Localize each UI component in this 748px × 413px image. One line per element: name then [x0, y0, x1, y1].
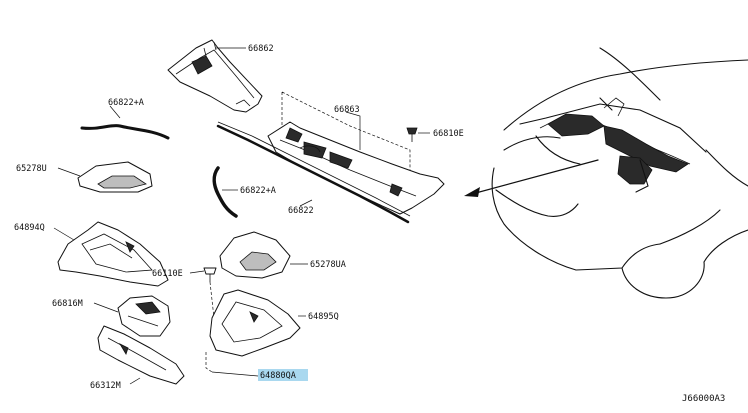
label-66822-a-upper[interactable]: 66822+A — [108, 98, 144, 108]
part-panel-66312m — [97, 325, 185, 385]
part-weatherstrip-upper — [80, 124, 170, 140]
label-64880qa[interactable]: 64880QA — [260, 371, 296, 381]
part-clip-66110e — [203, 267, 217, 319]
label-66810e[interactable]: 66810E — [433, 129, 464, 139]
part-labels: 66862 66863 66822+A 66810E 65278U 66822+… — [14, 44, 464, 391]
label-66862[interactable]: 66862 — [248, 44, 274, 54]
label-66312m[interactable]: 66312M — [90, 381, 121, 391]
label-66110e[interactable]: 66110E — [152, 269, 183, 279]
part-seal-66822 — [216, 121, 411, 224]
part-insulator-65278u — [77, 161, 153, 193]
location-arrow — [464, 159, 599, 197]
label-66816m[interactable]: 66816M — [52, 299, 83, 309]
part-seal-66816m — [117, 295, 171, 337]
label-66822-a-lower[interactable]: 66822+A — [240, 186, 276, 196]
part-clip-66810e — [406, 127, 418, 142]
part-panel-64895q — [205, 289, 301, 373]
selected-part-highlight — [258, 369, 308, 381]
part-cowl-top-cover — [167, 39, 263, 113]
label-66822[interactable]: 66822 — [288, 206, 314, 216]
label-65278u[interactable]: 65278U — [16, 164, 47, 174]
leader-lines — [53, 47, 430, 385]
label-66863[interactable]: 66863 — [334, 105, 360, 115]
car-illustration — [491, 47, 748, 299]
label-64894q[interactable]: 64894Q — [14, 223, 45, 233]
part-weatherstrip-lower — [212, 166, 238, 218]
diagram-code: J66000A3 — [682, 394, 725, 404]
label-64895q[interactable]: 64895Q — [308, 312, 339, 322]
part-panel-64894q — [57, 221, 169, 287]
label-65278ua[interactable]: 65278UA — [310, 260, 346, 270]
part-insulator-65278ua — [219, 231, 291, 279]
